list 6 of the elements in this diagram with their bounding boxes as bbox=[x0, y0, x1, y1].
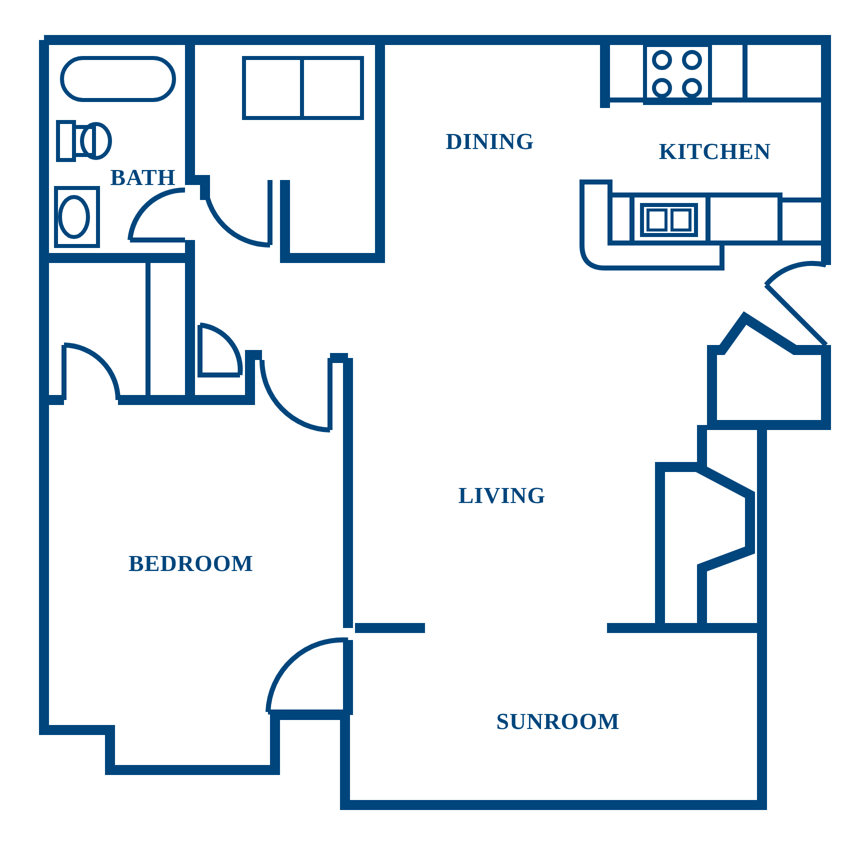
room-label: LIVING bbox=[458, 483, 546, 509]
room-label: BEDROOM bbox=[128, 551, 254, 577]
room-label: BATH bbox=[110, 165, 176, 191]
room-label: KITCHEN bbox=[658, 139, 772, 165]
room-label: SUNROOM bbox=[496, 709, 620, 735]
room-label: DINING bbox=[446, 129, 534, 155]
